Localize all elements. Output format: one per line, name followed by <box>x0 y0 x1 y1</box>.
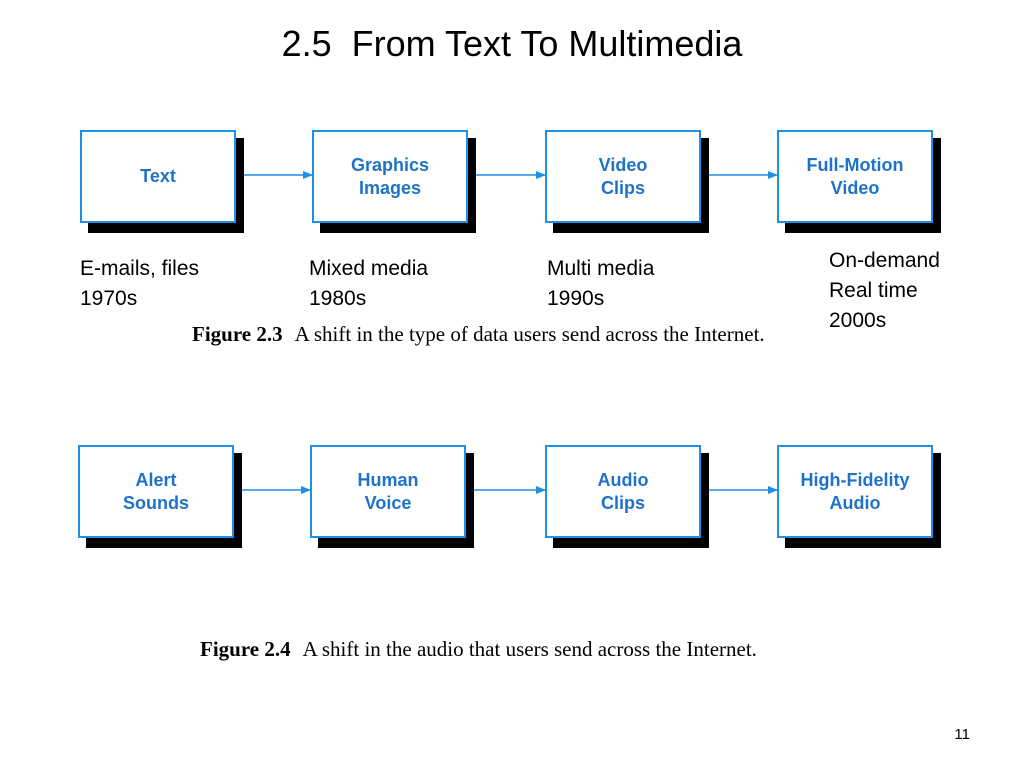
box-label: Audio <box>829 492 881 513</box>
annotation-on-demand: On-demand Real time 2000s <box>829 246 940 336</box>
box-label: Clips <box>600 492 645 513</box>
annotation-line: On-demand <box>829 249 940 272</box>
slide-title: 2.5 From Text To Multimedia <box>281 23 743 64</box>
box: Alert Sounds <box>78 445 234 538</box>
annotation-line: E-mails, files <box>80 257 200 280</box>
page-number: 11 <box>954 726 970 743</box>
box-label: Video <box>598 154 648 175</box>
box: High-Fidelity Audio <box>777 445 933 538</box>
box-label: High-Fidelity <box>800 469 910 490</box>
box-label: Text <box>140 166 176 186</box>
figure-2-3-box-graphics-images: Graphics Images <box>312 130 476 233</box>
box-label: Human <box>357 469 419 490</box>
box: Text <box>80 130 236 223</box>
box: Audio Clips <box>545 445 701 538</box>
annotation-emails-files: E-mails, files 1970s <box>80 254 199 314</box>
figure-2-3-box-full-motion-video: Full-Motion Video <box>777 130 941 233</box>
figure-2-4-caption: Figure 2.4 A shift in the audio that user… <box>200 637 757 662</box>
figure-label: Figure 2.3 <box>192 322 283 346</box>
box-label: Video <box>830 177 880 198</box>
figure-2-4-box-human-voice: Human Voice <box>310 445 474 548</box>
annotation-line: Real time <box>829 279 918 302</box>
box: Human Voice <box>310 445 466 538</box>
box-label: Voice <box>364 492 412 513</box>
box-label: Full-Motion <box>806 154 904 175</box>
annotation-line: 1970s <box>80 287 138 310</box>
box: Video Clips <box>545 130 701 223</box>
caption-text: A shift in the audio that users send acr… <box>302 637 757 661</box>
annotation-line: 1980s <box>309 287 367 310</box>
figure-2-3-caption: Figure 2.3 A shift in the type of data us… <box>192 322 765 347</box>
annotation-mixed-media: Mixed media 1980s <box>309 254 428 314</box>
figure-2-4-box-high-fidelity-audio: High-Fidelity Audio <box>777 445 941 548</box>
box: Full-Motion Video <box>777 130 933 223</box>
figure-2-3-box-video-clips: Video Clips <box>545 130 709 233</box>
figure-label: Figure 2.4 <box>200 637 291 661</box>
box-label: Alert <box>135 469 177 490</box>
figure-2-4-box-alert-sounds: Alert Sounds <box>78 445 242 548</box>
figure-2-4-box-audio-clips: Audio Clips <box>545 445 709 548</box>
annotation-line: Multi media <box>547 257 655 280</box>
box-label: Clips <box>600 177 645 198</box>
box: Graphics Images <box>312 130 468 223</box>
box-label: Graphics <box>350 154 430 175</box>
annotation-line: Mixed media <box>309 257 429 280</box>
caption-text: A shift in the type of data users send a… <box>294 322 765 346</box>
annotation-line: 2000s <box>829 309 887 332</box>
box-label: Sounds <box>123 492 189 513</box>
box-label: Audio <box>597 469 649 490</box>
annotation-multi-media: Multi media 1990s <box>547 254 654 314</box>
figure-2-3-box-text: Text <box>80 130 244 233</box>
annotation-line: 1990s <box>547 287 605 310</box>
box-label: Images <box>358 177 422 198</box>
